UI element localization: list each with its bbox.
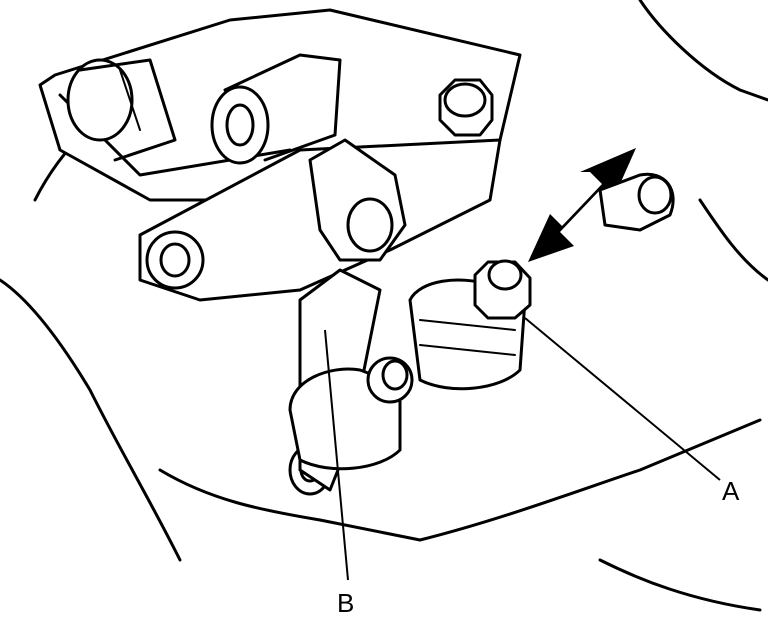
camshaft-lobe-left xyxy=(66,58,177,162)
adjusting-screw-a xyxy=(473,259,532,320)
callout-a-label: A xyxy=(722,476,740,506)
callout-b: B xyxy=(324,329,354,618)
locating-pin xyxy=(598,172,675,232)
callout-a: A xyxy=(524,317,740,506)
movement-arrow-icon xyxy=(528,148,636,262)
rocker-shaft-holder xyxy=(138,138,502,302)
callout-a-leader xyxy=(524,317,721,481)
bolt-top xyxy=(438,78,494,137)
callout-b-label: B xyxy=(337,588,354,618)
valve-spring-lower xyxy=(288,356,414,471)
camshaft-lobe-center xyxy=(210,53,342,165)
callout-b-leader xyxy=(324,329,349,581)
